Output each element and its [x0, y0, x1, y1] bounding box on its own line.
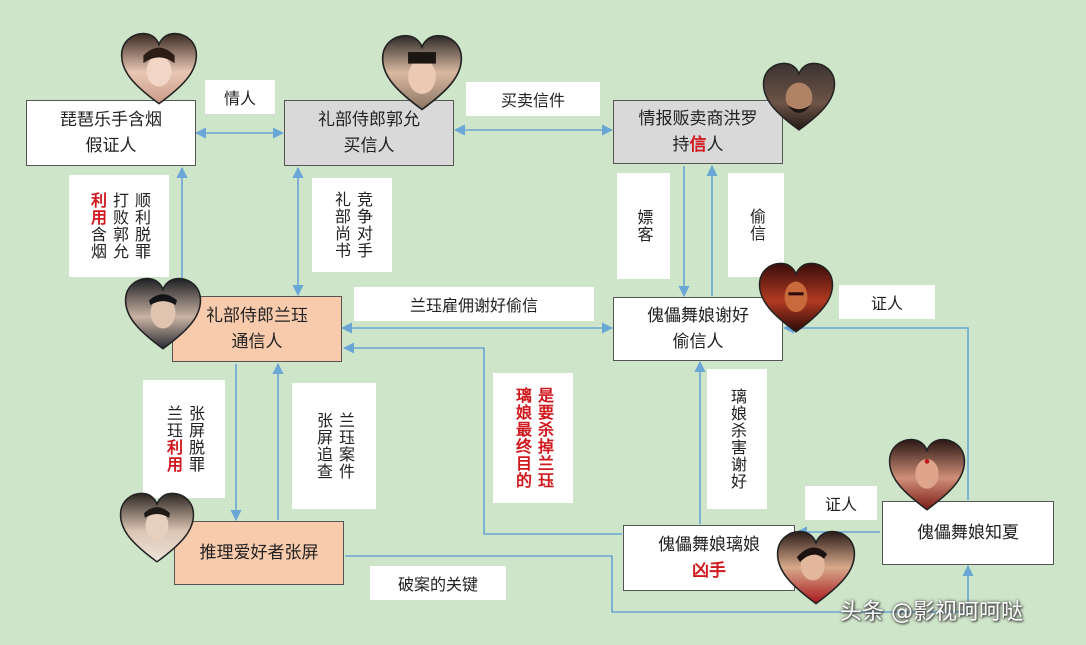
- label-piaoke-text: 嫖客: [634, 209, 654, 243]
- label-key: 破案的关键: [370, 566, 506, 600]
- label-shangshu-col1: 竞争对手: [354, 191, 373, 259]
- edge-zhixia-xiehao: [782, 322, 969, 500]
- label-zp-col2: 兰珏利用: [164, 405, 183, 473]
- node-xiehao[interactable]: 傀儡舞娘谢好 偷信人: [613, 297, 783, 361]
- label-case-col1: 兰珏案件: [336, 412, 355, 480]
- portrait-liniang-heart-icon: [776, 530, 856, 605]
- label-goal-col2: 璃娘最终目的: [513, 387, 532, 489]
- node-lanjue-name: 礼部侍郎兰珏: [206, 306, 308, 326]
- node-liniang-role: 凶手: [692, 561, 726, 581]
- node-liniang-name: 傀儡舞娘璃娘: [658, 535, 760, 555]
- node-liniang[interactable]: 傀儡舞娘璃娘 凶手: [623, 525, 795, 591]
- role-part: 持: [672, 135, 690, 155]
- label-hanyan-col3: 利用含烟: [88, 192, 107, 260]
- label-zp-part: 兰珏: [164, 405, 183, 439]
- label-zhengren-2: 证人: [805, 486, 877, 520]
- label-hanyan: 顺利脱罪 打败郭允 利用含烟: [69, 175, 169, 277]
- label-hanyan-col2: 打败郭允: [110, 192, 129, 260]
- node-xiehao-name: 傀儡舞娘谢好: [647, 306, 749, 326]
- node-lanjue-role: 通信人: [231, 332, 283, 352]
- portrait-xiehao-heart-icon: [758, 262, 834, 333]
- label-kill: 璃娘杀害谢好: [707, 369, 767, 509]
- label-zp-escape: 张屏脱罪 兰珏利用: [143, 380, 225, 498]
- label-piaoke: 嫖客: [617, 173, 670, 279]
- label-hanyan-col1: 顺利脱罪: [132, 192, 151, 260]
- node-zhixia[interactable]: 傀儡舞娘知夏: [882, 501, 1054, 565]
- label-touxin-text: 偷信: [747, 208, 766, 242]
- label-hanyan-rest: 含烟: [88, 226, 107, 260]
- edge-liniang-lanjue: [342, 342, 622, 535]
- label-kill-col1: 璃娘杀害谢好: [728, 388, 747, 490]
- role-part: 人: [706, 135, 724, 155]
- label-goal: 是要杀掉兰珏 璃娘最终目的: [493, 373, 573, 503]
- portrait-guoyun-heart-icon: [381, 34, 463, 111]
- label-zhengren-1: 证人: [839, 285, 935, 319]
- label-qingren: 情人: [205, 80, 275, 114]
- role-highlight: 信: [689, 135, 707, 155]
- label-hanyan-highlight: 利用: [88, 192, 107, 226]
- portrait-hongluo-heart-icon: [762, 62, 836, 131]
- portrait-zhangping-heart-icon: [119, 492, 195, 563]
- label-case-col2: 张屏追查: [314, 412, 333, 480]
- portrait-zhixia-heart-icon: [888, 438, 966, 511]
- node-pipa-name: 琵琶乐手含烟: [60, 110, 162, 130]
- node-guoyun-role: 买信人: [343, 136, 395, 156]
- node-zhangping-name: 推理爱好者张屏: [199, 543, 319, 563]
- edge-zhangping-zhixia: [345, 555, 974, 613]
- portrait-pipa-heart-icon: [120, 32, 198, 105]
- label-maimai: 买卖信件: [466, 82, 600, 116]
- label-zp-col1: 张屏脱罪: [186, 405, 205, 473]
- node-guoyun[interactable]: 礼部侍郎郭允 买信人: [284, 100, 454, 166]
- node-hongluo-name: 情报贩卖商洪罗: [638, 109, 758, 129]
- watermark: 头条 @影视呵呵哒: [840, 600, 1023, 625]
- label-goal-col1: 是要杀掉兰珏: [535, 387, 554, 489]
- node-zhixia-name: 傀儡舞娘知夏: [917, 523, 1019, 543]
- node-zhangping[interactable]: 推理爱好者张屏: [174, 521, 344, 585]
- node-hongluo[interactable]: 情报贩卖商洪罗 持信人: [613, 100, 783, 164]
- portrait-lanjue-heart-icon: [124, 277, 202, 350]
- label-case: 兰珏案件 张屏追查: [292, 383, 376, 509]
- label-lanjue-hire: 兰珏雇佣谢好偷信: [354, 287, 594, 321]
- label-zp-highlight: 利用: [164, 439, 183, 473]
- node-hongluo-role: 持信人: [673, 132, 724, 158]
- label-touxin: 偷信: [728, 173, 784, 277]
- label-shangshu: 竞争对手 礼部尚书: [312, 178, 392, 272]
- node-pipa[interactable]: 琵琶乐手含烟 假证人: [26, 100, 196, 166]
- node-xiehao-role: 偷信人: [672, 332, 724, 352]
- node-guoyun-name: 礼部侍郎郭允: [318, 110, 420, 130]
- node-pipa-role: 假证人: [85, 136, 137, 156]
- label-shangshu-col2: 礼部尚书: [332, 191, 351, 259]
